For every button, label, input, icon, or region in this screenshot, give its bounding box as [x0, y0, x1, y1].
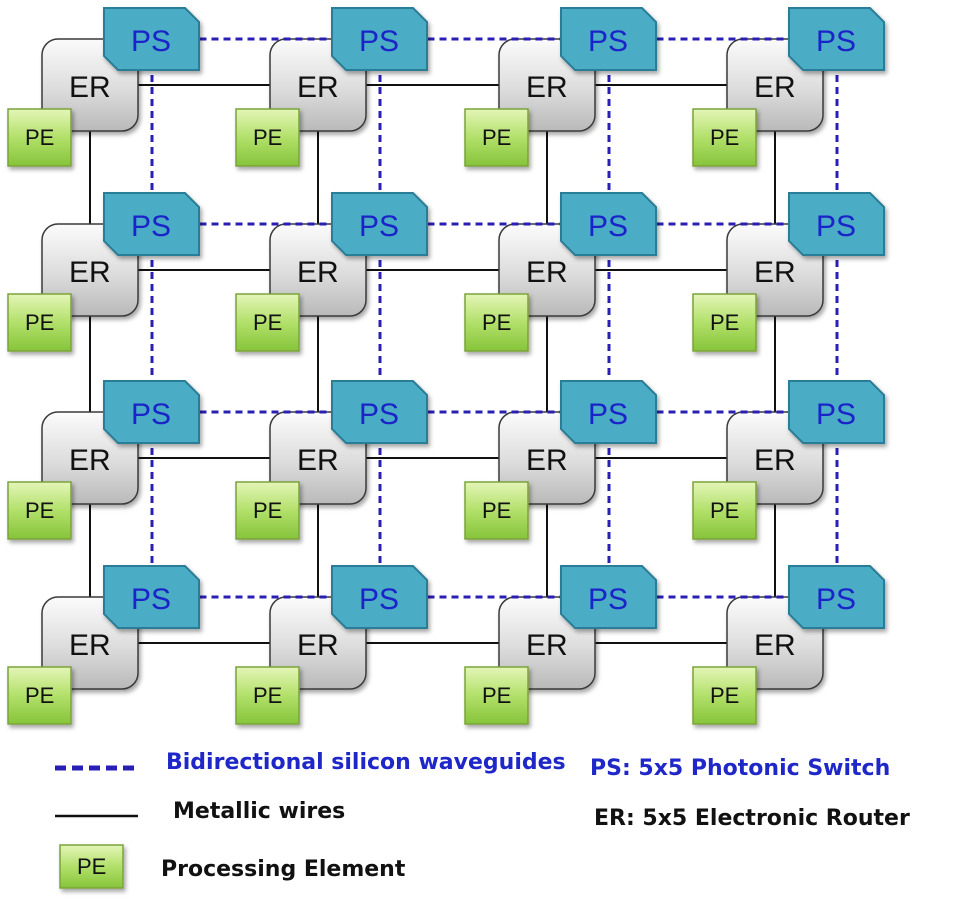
photonic-switch: PS: [103, 192, 200, 256]
router-label: ER: [754, 444, 796, 477]
switch-label: PS: [359, 398, 399, 431]
pe-label: PE: [482, 125, 511, 150]
pe-label: PE: [25, 683, 54, 708]
router-label: ER: [297, 71, 339, 104]
processing-elements-layer: PE PE PE PE PE PE PE PE PE PE PE PE PE PE PE PE: [7, 108, 757, 725]
processing-element: PE: [7, 666, 72, 725]
pe-label: PE: [482, 498, 511, 523]
router-label: ER: [754, 629, 796, 662]
photonic-switch: PS: [103, 565, 200, 629]
pe-label: PE: [25, 125, 54, 150]
processing-element: PE: [7, 481, 72, 540]
router-label: ER: [69, 444, 111, 477]
switch-label: PS: [131, 583, 171, 616]
pe-label: PE: [710, 310, 739, 335]
photonic-switch: PS: [103, 7, 200, 71]
router-label: ER: [69, 256, 111, 289]
metallic-wires-layer: [89, 84, 776, 644]
switch-label: PS: [588, 210, 628, 243]
router-label: ER: [754, 256, 796, 289]
pe-label: PE: [25, 498, 54, 523]
pe-label: PE: [710, 683, 739, 708]
switch-label: PS: [131, 210, 171, 243]
switch-label: PS: [588, 583, 628, 616]
legend-symbols: PE: [55, 765, 138, 889]
processing-element: PE: [235, 666, 300, 725]
pe-label: PE: [253, 125, 282, 150]
switch-label: PS: [816, 398, 856, 431]
legend-pe-label: Processing Element: [161, 857, 406, 882]
processing-element: PE: [7, 293, 72, 352]
photonic-switch: PS: [331, 192, 428, 256]
pe-label: PE: [253, 683, 282, 708]
router-label: ER: [69, 629, 111, 662]
processing-element: PE: [692, 293, 757, 352]
photonic-switch: PS: [560, 565, 657, 629]
switch-label: PS: [359, 583, 399, 616]
pe-label: PE: [482, 683, 511, 708]
photonic-switch: PS: [331, 565, 428, 629]
processing-element: PE: [7, 108, 72, 167]
legend-ps-definition: PS: 5x5 Photonic Switch: [590, 756, 891, 781]
pe-label: PE: [482, 310, 511, 335]
switch-label: PS: [359, 25, 399, 58]
legend-pe-box-label: PE: [77, 854, 106, 879]
legend-wire-label: Metallic wires: [173, 799, 346, 824]
processing-element: PE: [235, 481, 300, 540]
photonic-switch: PS: [788, 565, 885, 629]
router-label: ER: [526, 256, 568, 289]
processing-element: PE: [464, 108, 529, 167]
photonic-switch: PS: [788, 7, 885, 71]
processing-element: PE: [692, 481, 757, 540]
photonic-switch: PS: [331, 7, 428, 71]
photonic-switch: PS: [331, 380, 428, 444]
legend-er-definition: ER: 5x5 Electronic Router: [594, 806, 910, 831]
switch-label: PS: [359, 210, 399, 243]
processing-element: PE: [464, 293, 529, 352]
legend-waveguide-label: Bidirectional silicon waveguides: [166, 750, 566, 775]
photonic-switch: PS: [103, 380, 200, 444]
photonic-switch: PS: [788, 192, 885, 256]
router-label: ER: [754, 71, 796, 104]
photonic-switch: PS: [560, 7, 657, 71]
processing-element: PE: [235, 293, 300, 352]
pe-label: PE: [710, 125, 739, 150]
switch-label: PS: [588, 25, 628, 58]
router-label: ER: [526, 71, 568, 104]
processing-element: PE: [692, 108, 757, 167]
router-label: ER: [297, 256, 339, 289]
processing-element: PE: [464, 481, 529, 540]
switch-label: PS: [588, 398, 628, 431]
switch-label: PS: [816, 583, 856, 616]
photonic-switch: PS: [560, 192, 657, 256]
switch-label: PS: [816, 210, 856, 243]
pe-label: PE: [253, 498, 282, 523]
router-label: ER: [526, 629, 568, 662]
router-label: ER: [69, 71, 111, 104]
router-label: ER: [297, 629, 339, 662]
pe-label: PE: [25, 310, 54, 335]
switch-label: PS: [131, 398, 171, 431]
router-label: ER: [297, 444, 339, 477]
router-label: ER: [526, 444, 568, 477]
processing-element: PE: [692, 666, 757, 725]
switch-label: PS: [131, 25, 171, 58]
switch-label: PS: [816, 25, 856, 58]
electronic-routers-layer: ER ER ER ER ER ER ER ER ER ER ER ER ER ER ER ER: [41, 38, 824, 690]
legend-pe-symbol: PE: [59, 844, 124, 889]
photonic-switch: PS: [560, 380, 657, 444]
processing-element: PE: [235, 108, 300, 167]
photonic-switch: PS: [788, 380, 885, 444]
pe-label: PE: [710, 498, 739, 523]
photonic-switches-layer: PS PS PS PS PS PS PS PS PS PS PS PS PS PS PS PS: [103, 7, 885, 629]
pe-label: PE: [253, 310, 282, 335]
processing-element: PE: [464, 666, 529, 725]
